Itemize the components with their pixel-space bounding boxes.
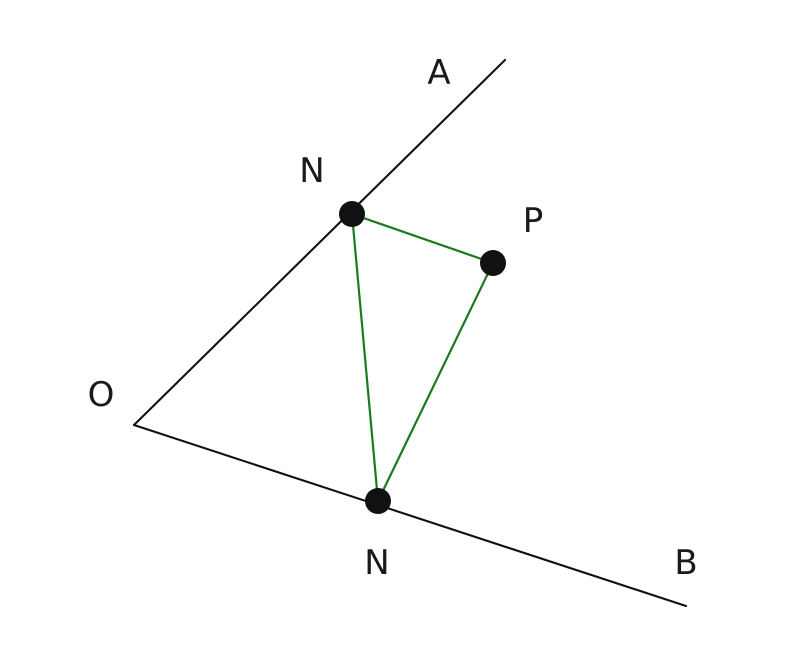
label-b: B [674,543,697,583]
label-n-upper: N [299,151,324,191]
angle-rays-group [132,58,688,608]
point-dots-group [339,201,506,514]
label-a: A [427,53,450,93]
ray-oa-line [132,58,507,427]
point-dot-p[interactable] [480,250,506,276]
edge-n-upper-to-p [350,212,495,265]
edge-p-to-n-lower [376,261,495,503]
label-o: O [88,375,115,415]
ray-ob-line [132,423,688,608]
point-dot-n-upper[interactable] [339,201,365,227]
point-dot-n-lower[interactable] [365,488,391,514]
vertex-labels-group: O N N P A B [88,53,698,583]
edge-n-lower-to-n-upper [350,212,380,503]
label-p: P [523,201,544,241]
triangle-edges-group [350,212,495,503]
label-n-lower: N [364,543,389,583]
